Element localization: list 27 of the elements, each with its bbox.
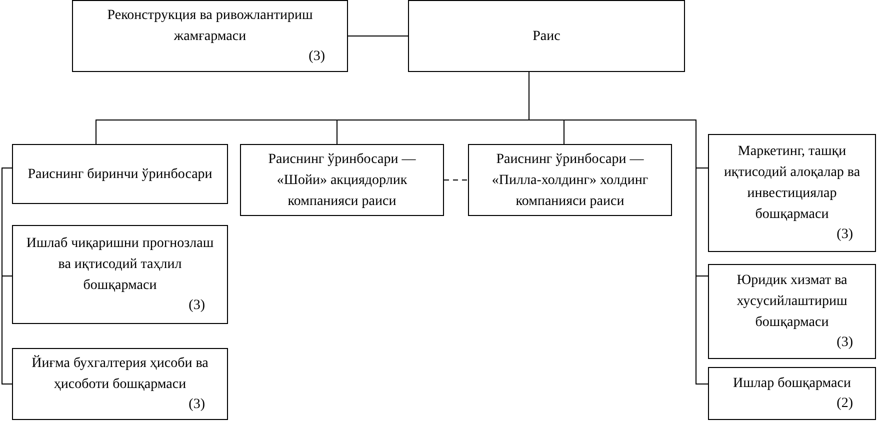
box-title: Раиснинг ўринбосари — «Пилла-холдинг» холдинг компанияси раиси — [490, 150, 650, 210]
box-title: Раиснинг биринчи ўринбосари — [26, 166, 214, 184]
staff-count: (3) — [188, 396, 206, 414]
org-box — [12, 144, 228, 204]
staff-count: (3) — [188, 297, 206, 315]
org-box — [72, 0, 348, 72]
box-title: Йиғма бухгалтерия ҳисоби ва ҳисоботи бошқармаси — [30, 354, 210, 394]
connector-line — [2, 168, 12, 384]
org-box — [408, 0, 685, 72]
staff-count: (3) — [836, 226, 854, 244]
box-title: Ишлар бошқармаси — [732, 375, 852, 393]
org-box — [708, 134, 876, 252]
staff-count: (3) — [836, 334, 854, 352]
box-title: Раиснинг ўринбосари — «Шойи» акциядорлик компанияси раиси — [267, 150, 417, 210]
box-title: Маркетинг, ташқи иқтисодий алоқалар ва инвестициялар бошқармаси — [722, 143, 862, 224]
org-box — [12, 348, 228, 420]
staff-count: (2) — [836, 395, 854, 413]
staff-count: (3) — [308, 48, 326, 66]
box-title: Юридик хизмат ва хусусийлаштириш бошқармаси — [736, 272, 848, 332]
org-box — [240, 144, 444, 216]
org-box — [12, 225, 228, 324]
org-box — [468, 144, 672, 216]
box-title: Ишлаб чиқаришни прогнозлаш ва иқтисодий таҳлил бошқармаси — [25, 235, 215, 295]
box-title: Реконструкция ва ривожлантириш жамғармаси — [106, 7, 314, 46]
org-box — [708, 367, 876, 420]
org-box — [708, 264, 876, 359]
box-title: Раис — [532, 28, 562, 46]
